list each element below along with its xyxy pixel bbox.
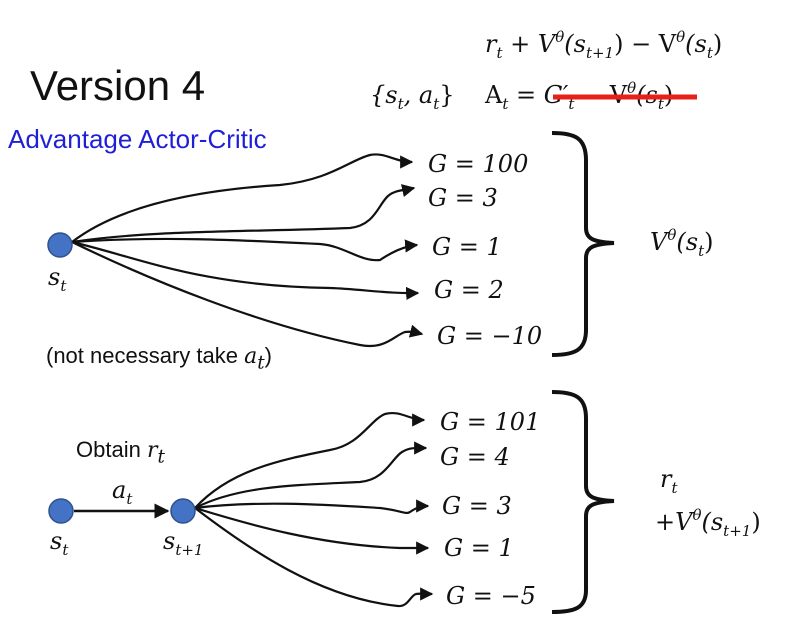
obtain-prefix: Obtain	[76, 437, 147, 462]
bv-arg: (s	[701, 508, 723, 536]
bottom-return-1: G = 101	[440, 408, 540, 436]
top-root-s: s	[48, 263, 60, 291]
bottom-return-5: G = −5	[446, 582, 536, 610]
f-lp2: (s	[685, 30, 707, 58]
pair-sub1: t	[398, 95, 405, 113]
act-sub: t	[126, 490, 133, 508]
adv-sub: t	[502, 95, 509, 113]
bottom-value-line1: rt	[660, 465, 678, 497]
bottom-brace	[551, 390, 615, 614]
f-t: t	[496, 44, 503, 62]
bottom-branch-3	[194, 499, 430, 515]
top-branch-5	[71, 241, 424, 348]
bottom-tree	[194, 412, 434, 608]
top-return-2: G = 3	[428, 184, 498, 212]
f-theta: θ	[555, 28, 564, 46]
top-return-5: G = −10	[437, 322, 542, 350]
bottom-branch-4	[194, 506, 430, 555]
note-var: a	[244, 344, 258, 369]
adv-struck-theta: θ	[627, 79, 636, 97]
adv-struck-s-sub: t	[658, 95, 665, 113]
f-r: r	[485, 30, 498, 58]
note-suffix: )	[264, 343, 272, 368]
bv-theta: θ	[692, 506, 701, 524]
f-t2: t	[707, 44, 714, 62]
action-label: at	[112, 476, 133, 508]
obtain-reward-label: Obtain rt	[76, 437, 165, 467]
top-return-4: G = 2	[434, 276, 504, 304]
top-root-label: st	[48, 263, 67, 295]
tv-sub: t	[698, 242, 705, 260]
bottom-branch-5	[194, 507, 434, 608]
bottom-root-label: st	[50, 527, 69, 559]
top-return-3: G = 1	[432, 233, 502, 261]
bv-r-sub: t	[671, 479, 678, 497]
tv-V: V	[650, 228, 670, 256]
top-branch-1	[71, 153, 414, 243]
adv-struck-sub: t	[568, 95, 575, 113]
top-branch-4	[71, 240, 420, 301]
bottom-value-line2: +Vθ(st+1)	[655, 506, 761, 540]
pair-close: }	[439, 81, 454, 109]
slide-subtitle: Advantage Actor-Critic	[8, 124, 267, 154]
bv-v: +V	[655, 508, 695, 536]
bottom-next-label: st+1	[163, 527, 203, 559]
top-branch-2	[71, 184, 416, 244]
f-t1: t+1	[586, 44, 614, 62]
bv-close: )	[751, 508, 760, 536]
tv-theta: θ	[667, 226, 676, 244]
f-theta2: θ	[676, 28, 685, 46]
top-value-label: Vθ(st)	[650, 226, 713, 260]
bottom-returns: G = 101 G = 4 G = 3 G = 1 G = −5	[440, 408, 540, 610]
adv-A: A	[484, 81, 503, 109]
f-rp: )	[713, 30, 722, 58]
slide-title: Version 4	[30, 62, 206, 109]
bottom-branch-1	[194, 412, 426, 509]
pair-open: {s	[370, 81, 398, 109]
top-root-node	[47, 232, 73, 258]
br-s: s	[50, 527, 62, 555]
formula-top: rt + Vθ(st+1) − Vθ(st)	[485, 28, 722, 62]
bn-sub: t+1	[175, 541, 203, 559]
top-brace	[551, 131, 615, 357]
act-a: a	[112, 476, 126, 504]
top-tree	[71, 153, 424, 348]
top-return-1: G = 100	[428, 150, 528, 178]
bn-s: s	[163, 527, 175, 555]
top-root-sub: t	[60, 277, 67, 295]
f-lp: (s	[564, 30, 586, 58]
note-sub: t	[257, 352, 265, 374]
tv-close: )	[704, 228, 713, 256]
bottom-branch-2	[194, 441, 428, 509]
obtain-sub: t	[157, 446, 165, 468]
note-prefix: (not necessary take	[46, 343, 245, 368]
bottom-return-3: G = 3	[442, 492, 512, 520]
bottom-return-2: G = 4	[440, 443, 510, 471]
br-sub: t	[62, 541, 69, 559]
f-rp-minus: ) − V	[614, 30, 677, 58]
adv-eq: =	[508, 81, 543, 109]
state-action-pair: {st, at}	[370, 81, 455, 113]
bottom-return-4: G = 1	[444, 534, 514, 562]
top-branch-3	[71, 237, 419, 262]
f-plus: + V	[503, 30, 558, 58]
bottom-next-node	[170, 498, 196, 524]
bottom-root-node	[48, 498, 74, 524]
top-returns: G = 100 G = 3 G = 1 G = 2 G = −10	[428, 150, 542, 350]
bv-r: r	[660, 465, 673, 493]
not-necessary-note: (not necessary take at)	[46, 343, 272, 373]
pair-comma: , a	[404, 81, 434, 109]
tv-arg: (s	[676, 228, 698, 256]
bv-sub: t+1	[723, 522, 751, 540]
pair-sub2: t	[433, 95, 440, 113]
obtain-var: r	[146, 438, 158, 463]
